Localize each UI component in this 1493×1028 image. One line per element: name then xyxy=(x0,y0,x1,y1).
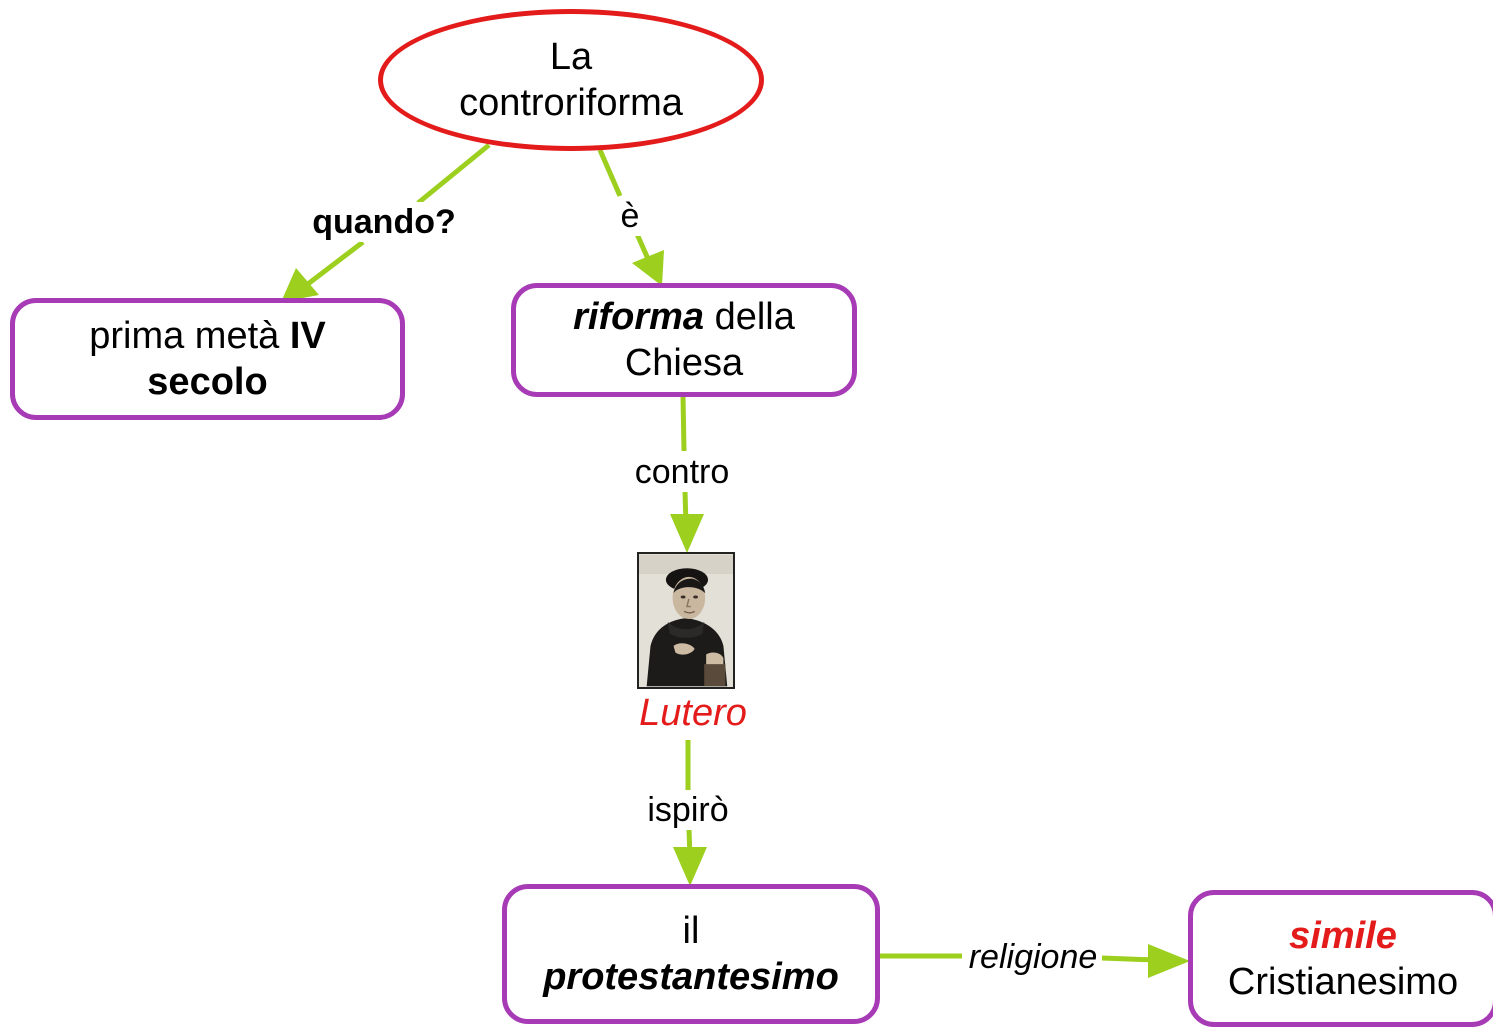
simile-line-1: simile xyxy=(1289,914,1397,957)
riforma-text-plain: della xyxy=(714,296,795,338)
node-il-protestantesimo: il protestantesimo xyxy=(502,884,880,1024)
node-simile-cristianesimo: simile Cristianesimo xyxy=(1188,890,1493,1027)
riforma-line-2: Chiesa xyxy=(624,342,744,384)
edge-contro-line-a xyxy=(680,395,687,452)
edge-label-religione: religione xyxy=(966,937,1100,977)
edge-religione-line-b xyxy=(1101,955,1156,963)
edge-label-e: è xyxy=(618,196,642,236)
simile-line-2: Cristianesimo xyxy=(1227,960,1459,1003)
edge-label-quando: quando? xyxy=(310,202,458,242)
edge-label-contro: contro xyxy=(632,452,732,492)
prima-line-1: prima metà IV xyxy=(89,313,326,359)
prima-line-2: secolo xyxy=(147,361,268,403)
edge-label-ispiro: ispirò xyxy=(645,790,731,830)
edge-quando-line-b xyxy=(298,240,365,292)
protestantesimo-line-1: il xyxy=(682,910,700,952)
arrowhead-religione xyxy=(1148,944,1190,978)
protestantesimo-line-2: protestantesimo xyxy=(543,956,839,998)
root-line-2: controriforma xyxy=(459,82,683,124)
prima-text-bold: IV xyxy=(289,315,326,357)
node-riforma-della-chiesa: riforma della Chiesa xyxy=(511,283,857,397)
luther-portrait-image xyxy=(637,552,735,689)
riforma-text-bold-italic: riforma xyxy=(573,296,705,338)
riforma-line-1: riforma della xyxy=(573,294,795,340)
node-prima-meta-iv-secolo: prima metà IV secolo xyxy=(10,298,405,420)
arrowhead-quando xyxy=(281,268,319,302)
arrowhead-contro xyxy=(670,514,704,553)
edge-quando-line-a xyxy=(416,143,491,205)
edge-e-line-a xyxy=(597,149,623,197)
prima-text-plain: prima metà xyxy=(89,315,280,357)
lutero-label: Lutero xyxy=(639,692,747,734)
node-la-controriforma: La controriforma xyxy=(378,9,764,151)
root-line-1: La xyxy=(549,36,593,78)
arrowhead-e xyxy=(632,250,664,286)
arrowhead-ispiro xyxy=(673,847,707,886)
